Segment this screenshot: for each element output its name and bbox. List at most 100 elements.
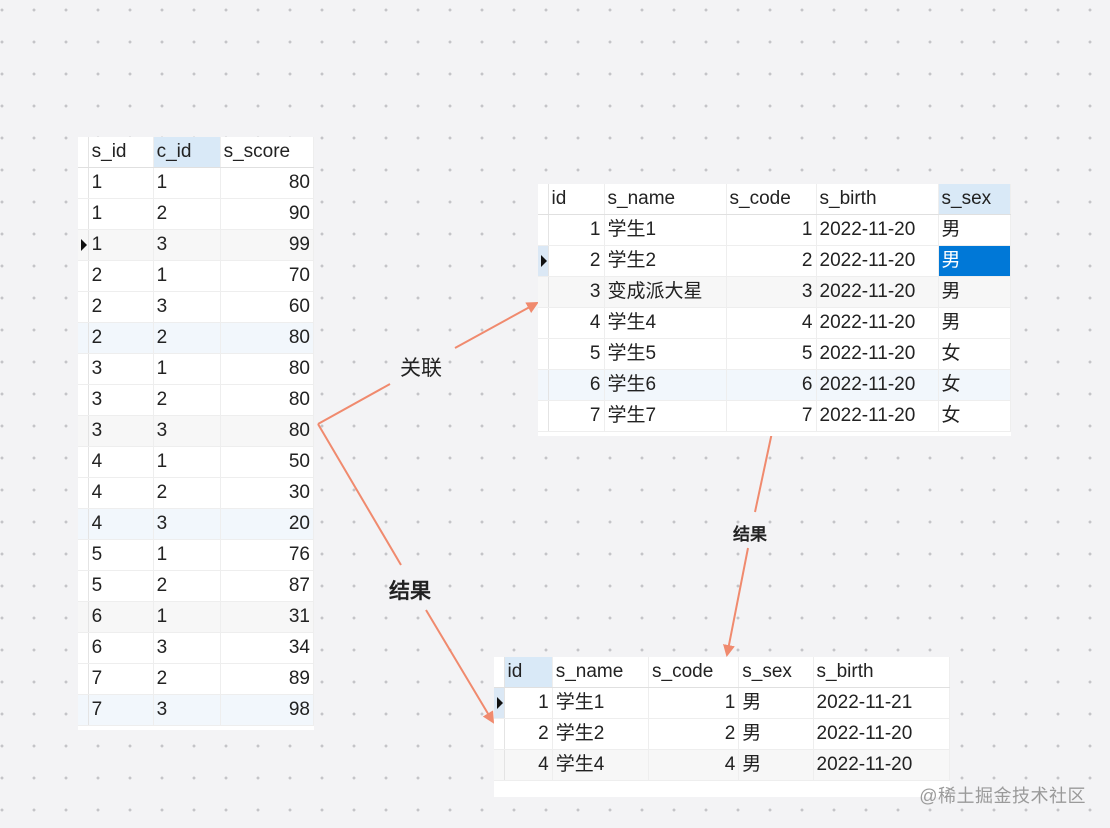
row-gutter[interactable] — [494, 749, 505, 781]
row-gutter[interactable] — [538, 369, 549, 401]
cell-c-id[interactable]: 2 — [153, 198, 221, 230]
cell-s-code[interactable]: 2 — [648, 718, 740, 750]
row-gutter[interactable] — [494, 687, 505, 719]
cell-s-score[interactable]: 99 — [220, 229, 315, 261]
cell-s-id[interactable]: 1 — [88, 229, 154, 261]
row-gutter[interactable] — [78, 260, 89, 292]
cell-s-id[interactable]: 6 — [88, 632, 154, 664]
column-header-s-sex[interactable]: s_sex — [938, 184, 1011, 215]
row-gutter[interactable] — [78, 384, 89, 416]
column-header-s-code[interactable]: s_code — [726, 184, 817, 215]
row-gutter[interactable] — [538, 276, 549, 308]
row-gutter[interactable] — [78, 322, 89, 354]
cell-s-code[interactable]: 3 — [726, 276, 817, 308]
cell-s-sex[interactable]: 男 — [738, 718, 814, 750]
cell-c-id[interactable]: 1 — [153, 167, 221, 199]
cell-s-sex[interactable]: 男 — [938, 276, 1011, 308]
cell-c-id[interactable]: 2 — [153, 322, 221, 354]
row-gutter[interactable] — [538, 214, 549, 246]
cell-s-name[interactable]: 变成派大星 — [604, 276, 727, 308]
row-gutter[interactable] — [78, 632, 89, 664]
cell-s-birth[interactable]: 2022-11-20 — [816, 338, 939, 370]
cell-c-id[interactable]: 2 — [153, 477, 221, 509]
cell-id[interactable]: 1 — [548, 214, 605, 246]
cell-s-code[interactable]: 5 — [726, 338, 817, 370]
row-gutter[interactable] — [78, 570, 89, 602]
cell-c-id[interactable]: 1 — [153, 260, 221, 292]
row-gutter[interactable] — [78, 601, 89, 633]
row-gutter[interactable] — [78, 477, 89, 509]
cell-s-score[interactable]: 76 — [220, 539, 315, 571]
cell-s-id[interactable]: 7 — [88, 663, 154, 695]
row-gutter[interactable] — [78, 229, 89, 261]
cell-s-score[interactable]: 34 — [220, 632, 315, 664]
cell-id[interactable]: 4 — [504, 749, 553, 781]
cell-s-id[interactable]: 1 — [88, 167, 154, 199]
column-header-s-score[interactable]: s_score — [220, 137, 315, 168]
cell-s-birth[interactable]: 2022-11-20 — [816, 369, 939, 401]
cell-c-id[interactable]: 1 — [153, 353, 221, 385]
cell-s-score[interactable]: 80 — [220, 167, 315, 199]
cell-c-id[interactable]: 3 — [153, 694, 221, 726]
cell-s-sex[interactable]: 女 — [938, 400, 1011, 432]
cell-c-id[interactable]: 3 — [153, 229, 221, 261]
cell-s-name[interactable]: 学生6 — [604, 369, 727, 401]
cell-c-id[interactable]: 1 — [153, 446, 221, 478]
row-gutter[interactable] — [538, 307, 549, 339]
cell-c-id[interactable]: 2 — [153, 384, 221, 416]
cell-s-id[interactable]: 2 — [88, 260, 154, 292]
row-gutter[interactable] — [78, 446, 89, 478]
cell-s-birth[interactable]: 2022-11-20 — [813, 718, 951, 750]
column-header-id[interactable]: id — [548, 184, 605, 215]
cell-s-id[interactable]: 6 — [88, 601, 154, 633]
cell-s-birth[interactable]: 2022-11-20 — [816, 307, 939, 339]
cell-s-code[interactable]: 4 — [726, 307, 817, 339]
cell-s-name[interactable]: 学生4 — [604, 307, 727, 339]
cell-id[interactable]: 4 — [548, 307, 605, 339]
cell-s-birth[interactable]: 2022-11-21 — [813, 687, 951, 719]
cell-s-score[interactable]: 80 — [220, 384, 315, 416]
cell-c-id[interactable]: 3 — [153, 291, 221, 323]
cell-s-sex[interactable]: 女 — [938, 369, 1011, 401]
cell-s-id[interactable]: 2 — [88, 322, 154, 354]
cell-s-birth[interactable]: 2022-11-20 — [816, 214, 939, 246]
cell-s-id[interactable]: 7 — [88, 694, 154, 726]
cell-s-code[interactable]: 2 — [726, 245, 817, 277]
cell-s-id[interactable]: 4 — [88, 446, 154, 478]
cell-s-score[interactable]: 80 — [220, 415, 315, 447]
column-header-s-birth[interactable]: s_birth — [816, 184, 939, 215]
cell-s-score[interactable]: 70 — [220, 260, 315, 292]
row-gutter[interactable] — [78, 353, 89, 385]
cell-s-id[interactable]: 1 — [88, 198, 154, 230]
row-gutter[interactable] — [538, 400, 549, 432]
cell-c-id[interactable]: 3 — [153, 415, 221, 447]
cell-s-birth[interactable]: 2022-11-20 — [816, 245, 939, 277]
cell-c-id[interactable]: 1 — [153, 539, 221, 571]
cell-c-id[interactable]: 2 — [153, 663, 221, 695]
row-gutter[interactable] — [78, 167, 89, 199]
column-header-c-id[interactable]: c_id — [153, 137, 221, 168]
row-gutter[interactable] — [78, 508, 89, 540]
column-header-s-id[interactable]: s_id — [88, 137, 154, 168]
column-header-s-code[interactable]: s_code — [648, 657, 740, 688]
column-header-s-name[interactable]: s_name — [552, 657, 650, 688]
cell-s-code[interactable]: 7 — [726, 400, 817, 432]
